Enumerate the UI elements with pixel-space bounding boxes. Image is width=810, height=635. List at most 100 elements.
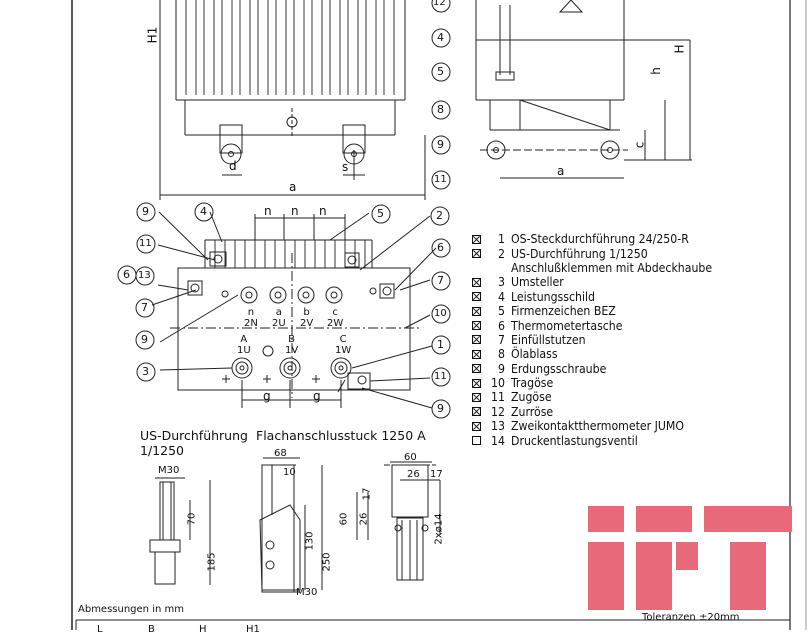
legend-number: 5 — [498, 304, 505, 319]
legend-item: 2 US-Durchführung 1/1250 — [472, 246, 712, 261]
legend-number: 11 — [491, 390, 505, 405]
checked-box-icon — [472, 335, 481, 345]
dim-250: 250 — [321, 552, 333, 572]
dim-70: 70 — [186, 512, 198, 526]
callout-5-top: 5 — [437, 65, 444, 78]
front-view — [159, 0, 426, 200]
legend-item: 10 Tragöse — [472, 376, 712, 390]
dim-130: 130 — [304, 531, 316, 551]
dim-17-top: 17 — [430, 469, 443, 480]
flange-detail — [259, 457, 441, 593]
callout-9-side: 9 — [437, 138, 444, 151]
callout-3: 3 — [142, 365, 149, 378]
legend-number: 12 — [491, 404, 505, 419]
callout-9-left: 9 — [141, 333, 148, 346]
dim-a-side: a — [557, 164, 565, 178]
legend-text: OS-Steckdurchführung 24/250-R — [511, 232, 689, 247]
legend-number: 6 — [498, 318, 505, 333]
dim-2x14: 2xø14 — [433, 513, 445, 545]
callout-9-bottom: 9 — [437, 402, 444, 415]
callout-13: 13 — [138, 270, 151, 281]
dim-c: c — [632, 141, 647, 149]
dim-n1: n — [264, 204, 272, 218]
callout-11-left: 11 — [139, 238, 152, 249]
checked-box-icon — [472, 364, 481, 374]
dim-H: H — [672, 44, 687, 54]
callout-6-left: 6 — [123, 268, 130, 281]
legend-item: 9 Erdungsschraube — [472, 362, 712, 376]
dim-h: h — [648, 67, 663, 75]
checked-box-icon — [472, 306, 481, 316]
legend-text: Zweikontaktthermometer JUMO — [511, 419, 684, 434]
callout-6-right: 6 — [437, 241, 444, 254]
legend-text: Thermometertasche — [511, 318, 623, 333]
checked-box-icon — [472, 392, 481, 402]
legend-item: 12 Zurröse — [472, 405, 712, 419]
callout-11-front: 11 — [434, 174, 447, 185]
legend-number: 4 — [498, 289, 505, 304]
flange-title: Flachanschlusstuck 1250 A — [256, 428, 426, 443]
legend-item: 5 Firmenzeichen BEZ — [472, 304, 712, 318]
legend-item: 7 Einfüllstutzen — [472, 333, 712, 347]
legend-number: 3 — [498, 275, 505, 290]
legend-text: US-Durchführung 1/1250 — [511, 246, 648, 261]
empty-box-icon — [472, 263, 481, 272]
dim-17-side: 17 — [361, 487, 373, 501]
legend-text: Firmenzeichen BEZ — [511, 304, 616, 319]
callout-12: 12 — [433, 0, 446, 8]
callout-7-right: 7 — [437, 274, 444, 287]
callout-9-top: 9 — [142, 205, 149, 218]
callout-5-mid: 5 — [377, 207, 384, 220]
side-view — [475, 0, 692, 179]
callout-10: 10 — [434, 308, 447, 319]
legend-text: Leistungsschild — [511, 289, 596, 304]
legend-text: Anschlußklemmen mit Abdeckhaube — [511, 260, 713, 275]
checked-box-icon — [472, 277, 481, 287]
dim-g1: g — [263, 389, 271, 403]
dim-60-top: 60 — [404, 452, 417, 463]
dim-60-side: 60 — [338, 512, 350, 526]
callout-7-left: 7 — [141, 301, 148, 314]
legend-text: Druckentlastungsventil — [511, 433, 638, 448]
dim-n3: n — [319, 204, 327, 218]
checked-box-icon — [472, 321, 481, 331]
legend-item: 13 Zweikontaktthermometer JUMO — [472, 419, 712, 433]
dim-185: 185 — [206, 552, 218, 572]
legend-number: 7 — [498, 332, 505, 347]
legend: 1 OS-Steckdurchführung 24/250-R 2 US-Durchf… — [472, 232, 712, 448]
checked-box-icon — [472, 249, 481, 259]
legend-number: 2 — [498, 246, 505, 261]
ift-logo — [588, 506, 792, 610]
dim-26-side: 26 — [358, 512, 370, 526]
tolerance-note: Toleranzen ±20mm — [642, 612, 740, 623]
top-view — [151, 211, 437, 409]
legend-number: 10 — [491, 376, 505, 391]
legend-text: Tragöse — [511, 376, 554, 391]
legend-text: Einfüllstutzen — [511, 332, 586, 347]
callout-8: 8 — [437, 103, 444, 116]
callout-2: 2 — [436, 209, 443, 222]
legend-item: 6 Thermometertasche — [472, 318, 712, 333]
legend-item: 1 OS-Steckdurchführung 24/250-R — [472, 232, 712, 246]
legend-number: 9 — [498, 361, 505, 376]
legend-text: Erdungsschraube — [511, 361, 607, 376]
legend-text: Umsteller — [511, 275, 564, 290]
checked-box-icon — [472, 234, 481, 244]
callout-11-bottom: 11 — [434, 371, 447, 382]
dim-H1: H1 — [145, 26, 160, 44]
dim-s: s — [342, 160, 349, 174]
callout-4-mid: 4 — [200, 205, 207, 218]
callout-4-top: 4 — [437, 31, 444, 44]
legend-number: 1 — [498, 232, 505, 247]
legend-text: Zurröse — [511, 404, 554, 419]
dim-M30-bottom: M30 — [296, 587, 318, 598]
legend-number: 13 — [491, 419, 505, 434]
checked-box-icon — [472, 407, 481, 417]
checked-box-icon — [472, 378, 481, 388]
